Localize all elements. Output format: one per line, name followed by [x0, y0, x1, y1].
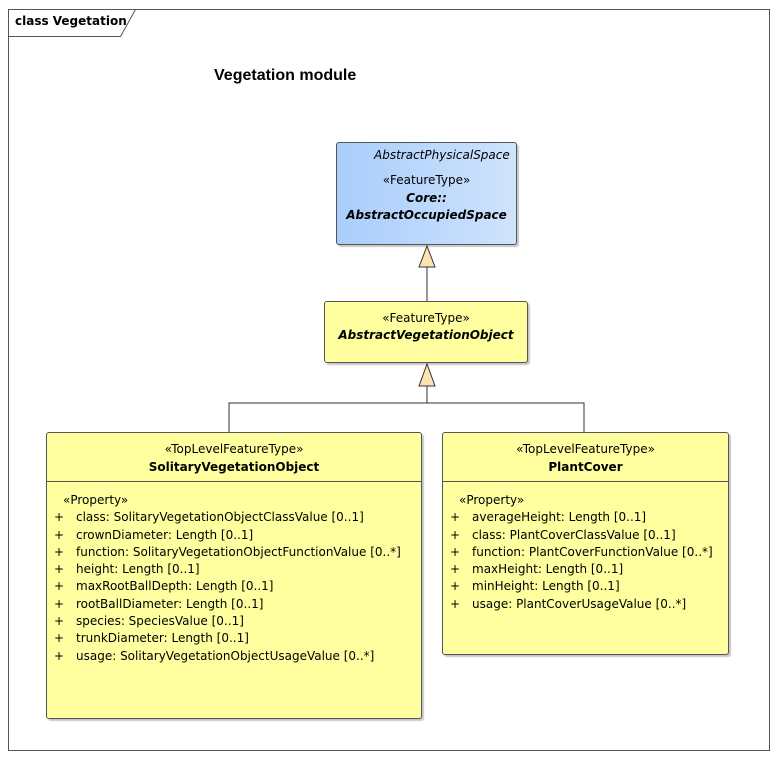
- attribute-row[interactable]: + averageHeight: Length [0..1]: [443, 510, 728, 527]
- visibility-marker: +: [54, 579, 65, 594]
- visibility-marker: +: [450, 510, 461, 525]
- visibility-marker: +: [450, 544, 461, 559]
- generalization-children-to-vegetation[interactable]: [228, 362, 585, 432]
- visibility-marker: +: [54, 527, 65, 542]
- attribute-text: usage: PlantCoverUsageValue [0..*]: [472, 596, 687, 611]
- attribute-text: height: Length [0..1]: [76, 562, 200, 577]
- class-name: PlantCover: [548, 460, 623, 474]
- frame-label: class Vegetation: [15, 14, 127, 28]
- visibility-marker: +: [450, 562, 461, 577]
- attribute-text: maxRootBallDepth: Length [0..1]: [76, 579, 274, 594]
- attribute-group-label: «Property»: [63, 493, 129, 507]
- visibility-marker: +: [450, 579, 461, 594]
- attribute-text: class: PlantCoverClassValue [0..1]: [472, 527, 676, 542]
- attribute-row[interactable]: + species: SpeciesValue [0..1]: [47, 614, 421, 631]
- attribute-compartment: «Property» + averageHeight: Length [0..1]…: [443, 493, 728, 614]
- class-stereotype: «FeatureType»: [382, 311, 470, 325]
- class-name: AbstractVegetationObject: [338, 328, 514, 342]
- attribute-compartment: «Property» + class: SolitaryVegetationObj…: [47, 493, 421, 666]
- class-name-package: Core::: [406, 191, 447, 205]
- class-abstract-occupied-space[interactable]: AbstractPhysicalSpace «FeatureType» Core…: [336, 142, 517, 245]
- class-stereotype: «TopLevelFeatureType»: [516, 442, 655, 456]
- inherited-from-label: AbstractPhysicalSpace: [374, 148, 510, 162]
- attribute-text: averageHeight: Length [0..1]: [472, 510, 647, 525]
- attribute-text: function: PlantCoverFunctionValue [0..*]: [472, 544, 713, 559]
- generalization-vegetation-to-core[interactable]: [418, 244, 436, 301]
- attribute-row[interactable]: + trunkDiameter: Length [0..1]: [47, 631, 421, 648]
- visibility-marker: +: [450, 596, 461, 611]
- class-abstract-vegetation-object[interactable]: «FeatureType» AbstractVegetationObject: [324, 301, 528, 363]
- attribute-text: crownDiameter: Length [0..1]: [76, 527, 254, 542]
- visibility-marker: +: [54, 544, 65, 559]
- attribute-row[interactable]: + crownDiameter: Length [0..1]: [47, 528, 421, 545]
- visibility-marker: +: [54, 596, 65, 611]
- attribute-row[interactable]: + usage: PlantCoverUsageValue [0..*]: [443, 597, 728, 614]
- attribute-row[interactable]: + function: PlantCoverFunctionValue [0..*…: [443, 545, 728, 562]
- compartment-divider: [443, 481, 728, 482]
- class-plant-cover[interactable]: «TopLevelFeatureType» PlantCover «Proper…: [442, 432, 729, 655]
- visibility-marker: +: [54, 562, 65, 577]
- attribute-row[interactable]: + function: SolitaryVegetationObjectFunct…: [47, 545, 421, 562]
- class-solitary-vegetation-object[interactable]: «TopLevelFeatureType» SolitaryVegetation…: [46, 432, 422, 719]
- compartment-divider: [47, 481, 421, 482]
- attribute-text: species: SpeciesValue [0..1]: [76, 614, 244, 629]
- class-stereotype: «TopLevelFeatureType»: [164, 442, 304, 456]
- generalization-arrowhead: [418, 362, 436, 387]
- visibility-marker: +: [450, 527, 461, 542]
- attribute-row[interactable]: + class: PlantCoverClassValue [0..1]: [443, 528, 728, 545]
- attribute-row[interactable]: + usage: SolitaryVegetationObjectUsageVal…: [47, 649, 421, 666]
- class-name: SolitaryVegetationObject: [148, 460, 320, 474]
- attribute-text: usage: SolitaryVegetationObjectUsageValu…: [76, 648, 375, 663]
- attribute-text: minHeight: Length [0..1]: [472, 579, 620, 594]
- visibility-marker: +: [54, 614, 65, 629]
- visibility-marker: +: [54, 510, 65, 525]
- attribute-row[interactable]: + maxHeight: Length [0..1]: [443, 562, 728, 579]
- attribute-text: function: SolitaryVegetationObjectFuncti…: [76, 544, 401, 559]
- diagram-title: Vegetation module: [214, 67, 357, 84]
- attribute-row[interactable]: + height: Length [0..1]: [47, 562, 421, 579]
- visibility-marker: +: [54, 648, 65, 663]
- class-stereotype: «FeatureType»: [382, 173, 471, 187]
- attribute-row[interactable]: + rootBallDiameter: Length [0..1]: [47, 597, 421, 614]
- attribute-text: class: SolitaryVegetationObjectClassValu…: [76, 510, 364, 525]
- generalization-arrowhead: [418, 244, 436, 268]
- frame-tab: class Vegetation: [8, 9, 136, 37]
- frame-tab-outline: [8, 9, 136, 37]
- attribute-text: rootBallDiameter: Length [0..1]: [76, 596, 264, 611]
- attribute-row[interactable]: + maxRootBallDepth: Length [0..1]: [47, 579, 421, 596]
- visibility-marker: +: [54, 631, 65, 646]
- attribute-text: maxHeight: Length [0..1]: [472, 562, 624, 577]
- attribute-group-label: «Property»: [459, 493, 525, 507]
- attribute-row[interactable]: + minHeight: Length [0..1]: [443, 579, 728, 596]
- class-name: AbstractOccupiedSpace: [346, 208, 507, 222]
- attribute-row[interactable]: + class: SolitaryVegetationObjectClassVal…: [47, 510, 421, 527]
- attribute-text: trunkDiameter: Length [0..1]: [76, 631, 249, 646]
